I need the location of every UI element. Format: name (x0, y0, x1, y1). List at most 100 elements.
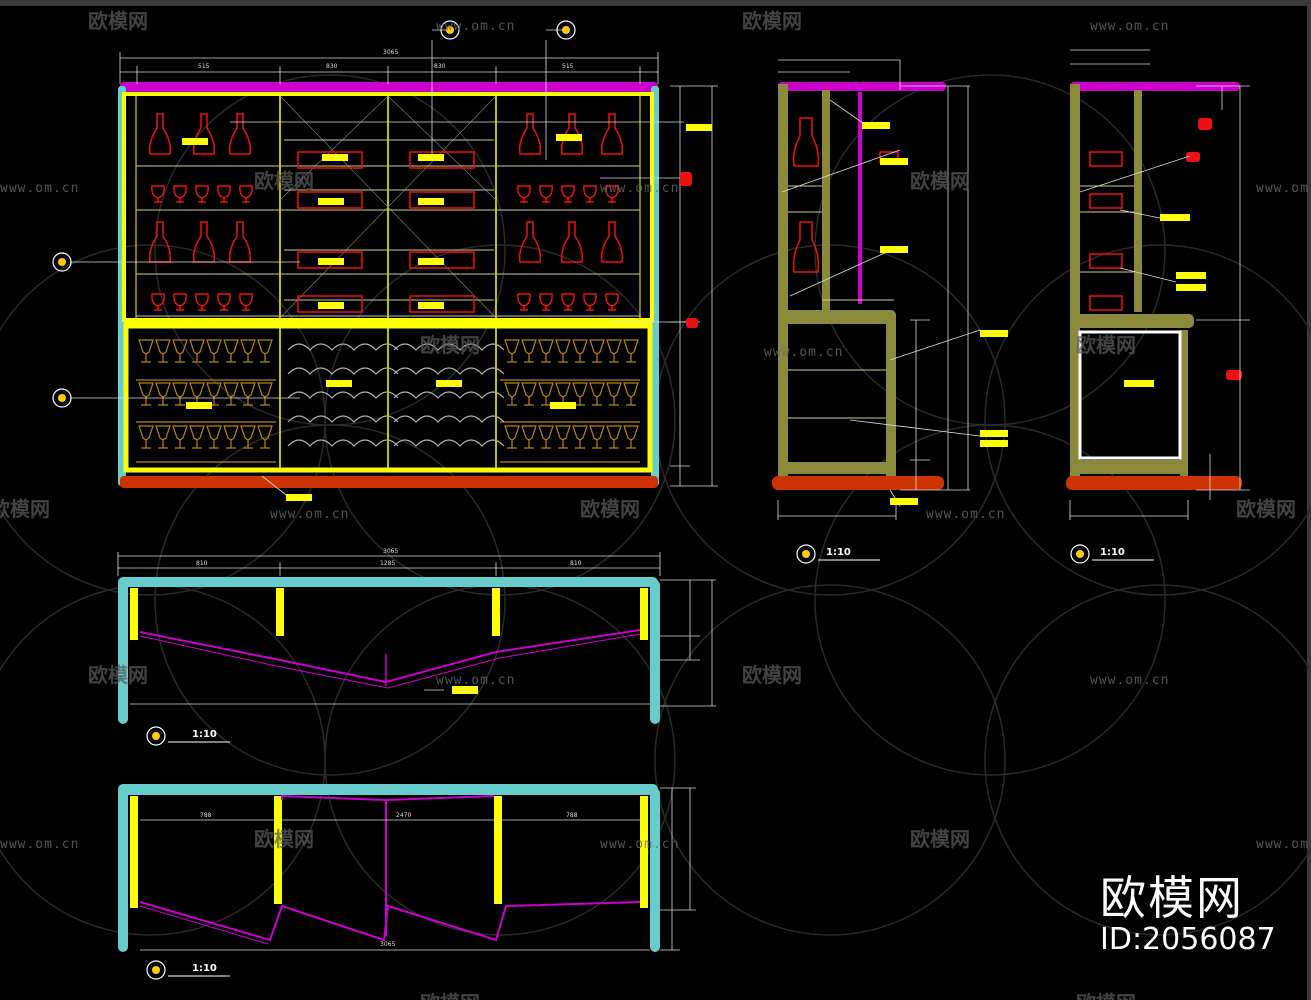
hanging-glass (623, 339, 639, 363)
watermark-brand: 欧模网 (1076, 333, 1136, 357)
hanging-glass (606, 382, 622, 406)
left-end (118, 788, 128, 952)
hanging-glass (223, 425, 239, 449)
top-dimension-lines (119, 52, 659, 84)
watermark-circle (654, 584, 1006, 936)
watermark-url: www.om.cn (0, 181, 79, 196)
brand-logo-text: 欧模网 (1100, 871, 1244, 925)
red-glass (217, 185, 231, 203)
annotation-tag (182, 138, 208, 145)
annotation-tag (1160, 214, 1190, 221)
hanging-glass (589, 339, 605, 363)
hanging-glass (504, 382, 520, 406)
watermark-brand: 欧模网 (580, 497, 640, 521)
annotation-tag (862, 122, 890, 129)
hanging-glass (138, 382, 154, 406)
red-glass (217, 293, 231, 311)
shelves (788, 185, 894, 419)
annotation-tag (880, 158, 908, 165)
mid-board (1070, 314, 1194, 328)
back-panel (1070, 84, 1080, 480)
annotation-tag (1176, 284, 1206, 291)
watermark-url: www.om.cn (436, 19, 515, 34)
glass-strip (858, 92, 862, 304)
hanging-glass (521, 339, 537, 363)
upper-post (822, 90, 830, 312)
red-glass (239, 185, 253, 203)
hanging-glass (538, 339, 554, 363)
watermark-url: www.om.cn (926, 507, 1005, 522)
hanging-glass (189, 425, 205, 449)
red-glass (583, 185, 597, 203)
dim-1: 810 (196, 560, 208, 567)
hanging-glass (172, 425, 188, 449)
decanter (518, 113, 542, 155)
watermark-brand: 欧模网 (742, 9, 802, 33)
red-glass (195, 293, 209, 311)
annotation-tag (318, 302, 344, 309)
section-marker (146, 960, 230, 980)
hanging-glass (155, 425, 171, 449)
left-end (118, 580, 128, 724)
hanging-glass (257, 339, 273, 363)
annotation-tag (1124, 380, 1154, 387)
hanging-glass (572, 382, 588, 406)
box (409, 191, 475, 209)
dim-4: 515 (562, 63, 574, 70)
dim-3: 788 (566, 812, 578, 819)
watermark-url: www.om.cn (1256, 181, 1311, 196)
dim-total: 3065 (383, 49, 398, 56)
partitions (130, 796, 648, 908)
glass-hatch (387, 95, 497, 201)
watermark-circle (0, 244, 326, 596)
top-panel (1070, 82, 1240, 91)
storage-boxes (1089, 151, 1123, 311)
hanging-glass (572, 339, 588, 363)
red-glass (605, 293, 619, 311)
bottom-board (778, 462, 896, 474)
red-glass (517, 293, 531, 311)
hanging-glass (155, 339, 171, 363)
annotation-tag (418, 154, 444, 161)
hanging-glass (240, 339, 256, 363)
wave-row (393, 391, 505, 399)
watermark-circles (0, 74, 1311, 936)
scale-label: 1:10 (192, 729, 217, 740)
hanging-glass (521, 382, 537, 406)
base-plinth (772, 476, 944, 490)
side-section-b: 1:10 (1066, 49, 1250, 564)
annotation-tag (550, 402, 576, 409)
scale-label: 1:10 (826, 547, 851, 558)
wave-row (287, 391, 399, 399)
dim-total: 3065 (380, 941, 395, 948)
hanging-glass (623, 425, 639, 449)
hanging-glass (155, 382, 171, 406)
top-panel (778, 82, 946, 91)
watermark-url: www.om.cn (1090, 19, 1169, 34)
scale-label: 1:10 (192, 963, 217, 974)
box (409, 251, 475, 269)
watermark-brand: 欧模网 (254, 169, 314, 193)
watermark-brand: 欧模网 (420, 991, 480, 1000)
scale-label: 1:10 (1100, 547, 1125, 558)
hanging-glass (538, 382, 554, 406)
watermark-circle (984, 244, 1311, 596)
watermark-brand: 欧模网 (420, 333, 480, 357)
hanging-glass (521, 425, 537, 449)
dimension-lines (1069, 49, 1250, 520)
dim-total: 3065 (383, 548, 398, 555)
hanging-glass (555, 425, 571, 449)
upper-post (1134, 90, 1142, 312)
wave-row (287, 367, 399, 375)
wave-row (287, 415, 399, 423)
base-plinth (1066, 476, 1242, 490)
watermark-url: www.om.cn (600, 181, 679, 196)
decanter (148, 113, 172, 155)
hanging-glass (572, 425, 588, 449)
section-marker (1070, 544, 1154, 564)
dimension-lines (140, 787, 696, 951)
side-section-a: 1:10 (772, 59, 1008, 564)
dim-2: 2470 (396, 812, 411, 819)
plan-view-lower: 788 2470 788 3065 1:10 (118, 784, 696, 980)
